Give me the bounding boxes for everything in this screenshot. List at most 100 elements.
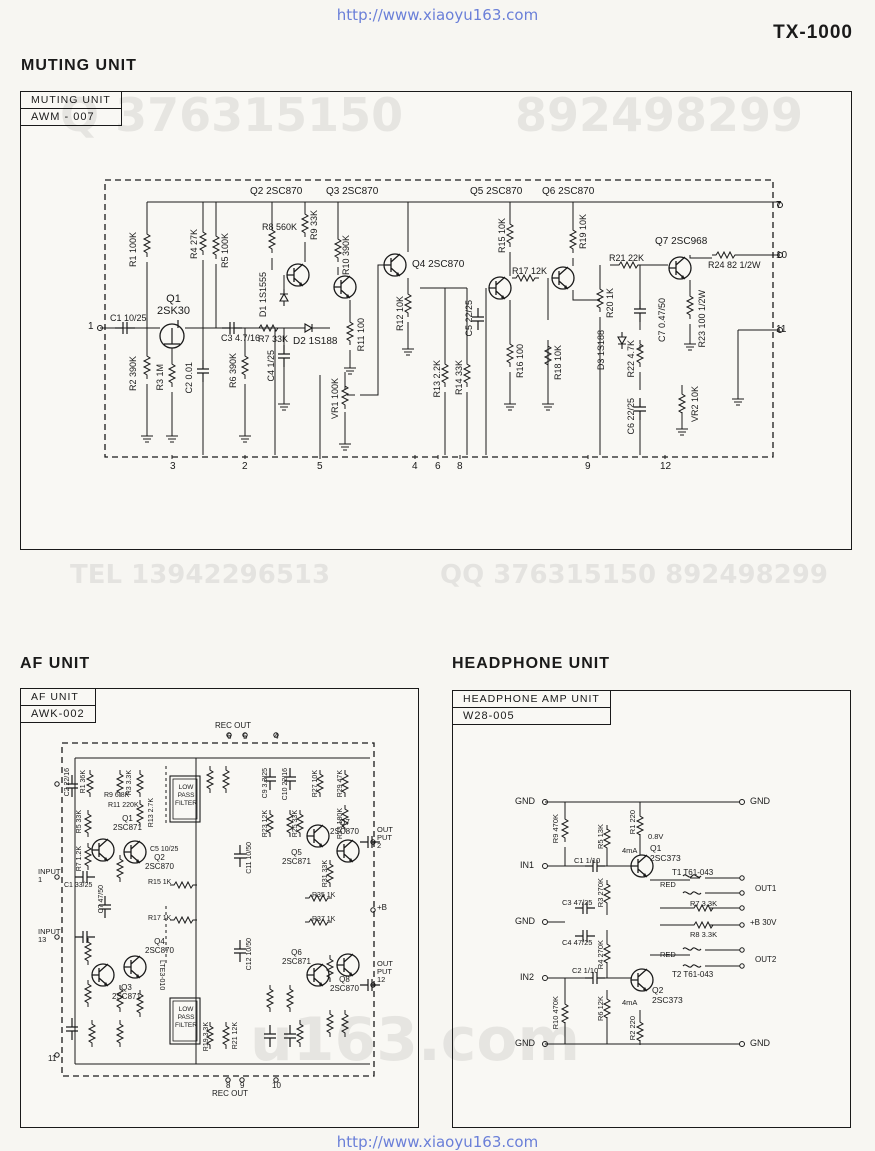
af-output-2: OUT PUT 2 bbox=[377, 825, 393, 850]
hp-t1-label: T1 T61-043 bbox=[672, 868, 714, 877]
af-panel: AF UNIT AWK-002 bbox=[20, 688, 419, 1128]
af-terminal-6: 6 bbox=[227, 732, 232, 741]
muting-q2-label: Q2 2SC870 bbox=[250, 186, 303, 197]
hp-out1-label: OUT1 bbox=[755, 884, 777, 893]
af-r17-label: R17 1K bbox=[148, 915, 172, 922]
muting-r16-label: R16 100 bbox=[515, 344, 525, 379]
af-c10-label: C10 22/16 bbox=[282, 768, 289, 801]
af-r31-label: R31 33K bbox=[322, 860, 329, 888]
hp-gnd-right-top: GND bbox=[750, 796, 770, 806]
muting-r20-label: R20 1K bbox=[605, 288, 615, 319]
af-c7-label: C7 47/50 bbox=[98, 885, 105, 914]
hp-out2-label: OUT2 bbox=[755, 955, 777, 964]
hp-c3-label: C3 47/25 bbox=[562, 898, 593, 907]
muting-terminal-8: 8 bbox=[457, 461, 463, 472]
muting-box-code: AWM - 007 bbox=[21, 108, 121, 125]
hp-t2-label: T2 T61-043 bbox=[672, 970, 714, 979]
hp-r4-label: R4 270K bbox=[596, 940, 605, 970]
af-r9-label: R9 6.8K bbox=[104, 792, 130, 799]
af-output-12: OUT PUT 12 bbox=[377, 959, 393, 984]
af-c5-label: C5 10/25 bbox=[150, 846, 179, 853]
af-terminal-4: 4 bbox=[274, 732, 279, 741]
muting-r8-label: R8 560K bbox=[262, 222, 298, 232]
af-r37-label: R37 1K bbox=[312, 916, 336, 923]
af-r27-label: R27 10K bbox=[312, 770, 319, 798]
muting-r12-label: R12 10K bbox=[395, 296, 405, 332]
af-r5-label: R5 33K bbox=[76, 810, 83, 834]
watermark-site: u163.com bbox=[250, 1005, 581, 1075]
muting-vr2-label: VR2 10K bbox=[690, 386, 700, 423]
hp-r8-label: R8 3.3K bbox=[690, 930, 718, 939]
muting-r15-label: R15 10K bbox=[497, 218, 507, 254]
hp-r5-label: R5 13K bbox=[596, 824, 605, 850]
hp-q1-label: Q1 2SC373 bbox=[650, 843, 681, 863]
muting-c7-label: C7 0.47/50 bbox=[657, 298, 667, 343]
muting-section-title: MUTING UNIT bbox=[21, 57, 137, 74]
muting-r5-label: R5 100K bbox=[220, 233, 230, 269]
muting-terminal-3: 3 bbox=[170, 461, 176, 472]
af-c11-label: C11 10/50 bbox=[246, 842, 253, 874]
af-r21-label: R21 12K bbox=[232, 1022, 239, 1050]
muting-terminal-5: 5 bbox=[317, 461, 323, 472]
muting-r3-label: R3 1M bbox=[155, 364, 165, 391]
af-panel-tag: AF UNIT AWK-002 bbox=[21, 689, 96, 723]
af-r7-label: R7 1.2K bbox=[76, 846, 83, 872]
hp-current-2-label: 4mA bbox=[622, 998, 638, 1007]
muting-panel-tag: MUTING UNIT AWM - 007 bbox=[21, 92, 122, 126]
muting-r19-label: R19 10K bbox=[578, 214, 588, 250]
muting-d1-label: D1 1S1555 bbox=[258, 272, 268, 318]
hp-r3-label: R3 270K bbox=[596, 878, 605, 908]
watermark-qq-top: Q 376315150 bbox=[60, 88, 404, 142]
af-box-title: AF UNIT bbox=[31, 691, 79, 703]
source-url-top[interactable]: http://www.xiaoyu163.com bbox=[336, 6, 539, 24]
muting-c5-label: C5 22/25 bbox=[464, 300, 474, 337]
af-rec-out-bottom: REC OUT bbox=[212, 1089, 248, 1098]
af-input-1: INPUT 1 bbox=[38, 867, 61, 884]
muting-c3-label: C3 4.7/16 bbox=[221, 333, 261, 343]
hp-r10-label: R10 470K bbox=[551, 996, 560, 1030]
muting-q7-label: Q7 2SC968 bbox=[655, 236, 708, 247]
hp-gnd-left-top: GND bbox=[515, 796, 535, 806]
hp-panel-tag: HEADPHONE AMP UNIT W28-005 bbox=[453, 691, 611, 725]
af-r29-label: R29 47K bbox=[337, 770, 344, 798]
watermark-qq-mid: QQ 376315150 892498299 bbox=[440, 560, 828, 590]
muting-q3-label: Q3 2SC870 bbox=[326, 186, 379, 197]
hp-q2-label: Q2 2SC373 bbox=[652, 985, 683, 1005]
watermark-qq-top-2: 892498299 bbox=[515, 88, 804, 142]
af-r35-label: R35 1K bbox=[312, 892, 336, 899]
muting-vr1-label: VR1 100K bbox=[330, 378, 340, 420]
af-c9-label: C9 3.3/25 bbox=[262, 768, 269, 799]
hp-current-1-label: 4mA bbox=[622, 846, 638, 855]
hp-gnd-right-bottom: GND bbox=[750, 1038, 770, 1048]
muting-r14-label: R14 33K bbox=[454, 360, 464, 396]
muting-c4-label: C4 1/25 bbox=[266, 350, 276, 382]
hp-r9-label: R9 470K bbox=[551, 814, 560, 844]
muting-q4-label: Q4 2SC870 bbox=[412, 259, 465, 270]
hp-box-title: HEADPHONE AMP UNIT bbox=[463, 693, 600, 705]
muting-r22-label: R22 4.7K bbox=[626, 340, 636, 378]
model-number: TX-1000 bbox=[773, 22, 853, 43]
af-terminal-10: 10 bbox=[272, 1081, 281, 1090]
muting-terminal-10: 10 bbox=[776, 250, 788, 261]
af-rec-out-top: REC OUT bbox=[215, 721, 251, 730]
af-r11-label: R11 220K bbox=[108, 802, 139, 809]
hp-c1-label: C1 1/10 bbox=[574, 856, 601, 865]
muting-r7-label: R7 33K bbox=[258, 334, 289, 344]
muting-r2-label: R2 390K bbox=[128, 356, 138, 392]
af-r19-label: R19 3.3K bbox=[203, 1022, 210, 1052]
muting-q6-label: Q6 2SC870 bbox=[542, 186, 595, 197]
af-r23-label: R23 12K bbox=[262, 810, 269, 838]
source-url-bottom[interactable]: http://www.xiaoyu163.com bbox=[336, 1133, 539, 1151]
af-input-13: INPUT 13 bbox=[38, 927, 61, 944]
muting-d2-label: D2 1S188 bbox=[293, 336, 338, 347]
hp-gnd-left-mid: GND bbox=[515, 916, 535, 926]
muting-r13-label: R13 2.2K bbox=[432, 360, 442, 398]
muting-r9-label: R9 33K bbox=[309, 210, 319, 241]
hp-r2-label: R2 220 bbox=[628, 1016, 637, 1041]
